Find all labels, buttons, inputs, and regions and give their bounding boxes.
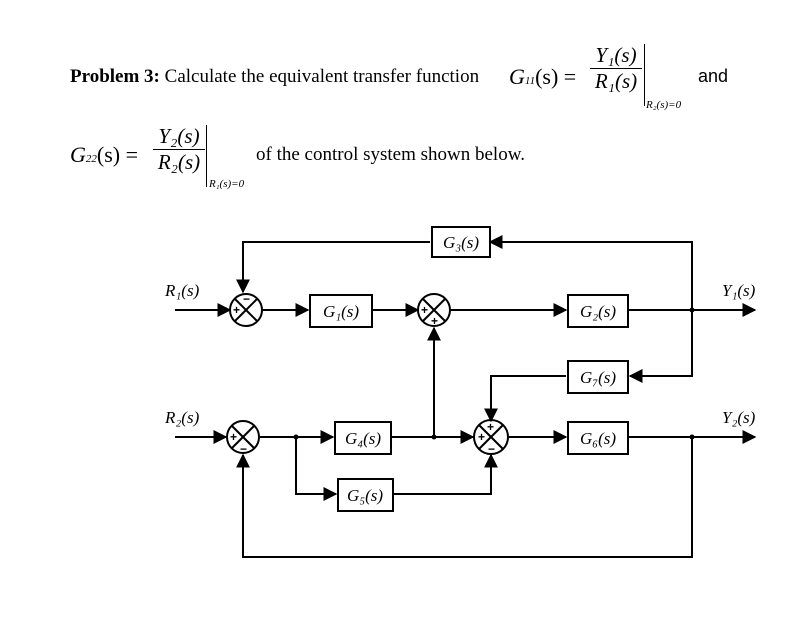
summing-junction-4 (473, 419, 509, 455)
wire-s2-g5 (295, 437, 338, 501)
g22-denominator: R₂(s) (157, 150, 201, 174)
wire-g3-s1 (236, 241, 430, 294)
block-g2 (567, 294, 629, 328)
summing-junction-3 (417, 293, 451, 327)
signal-r1-label: R₁(s) (164, 281, 200, 300)
sign-s4-top: + (487, 420, 494, 434)
g11-subscript: 11 (524, 75, 536, 87)
and-text: and (698, 66, 729, 86)
wire-feedback-g3 (488, 235, 693, 310)
sign-s4-bottom: − (488, 442, 495, 456)
sign-s1-left: + (233, 303, 240, 317)
problem-line-1: Problem 3: Calculate the equivalent tran… (70, 66, 479, 88)
g11-fraction-bar (590, 68, 642, 69)
problem-label: Problem 3: (70, 66, 160, 87)
g22-condition: R₁(s)=0 (209, 178, 245, 190)
sign-s1-top: − (243, 292, 250, 306)
sign-s3-left: + (421, 303, 428, 317)
block-g6-label: G₆(s) (580, 429, 616, 448)
g11-argument: (s) = (535, 64, 577, 89)
g22-fraction: Y₂(s) R₂(s) (153, 124, 205, 175)
g11-fraction: Y₁(s) R₁(s) (590, 43, 642, 94)
g22-numerator: Y₂(s) (158, 124, 200, 148)
sign-s3-bottom: + (431, 314, 438, 328)
problem-tail: of the control system shown below. (256, 144, 525, 165)
g11-evaluation-bar (644, 44, 645, 106)
block-g3 (431, 226, 491, 258)
junction-dot-y2 (689, 434, 695, 440)
g22-lhs: G22(s) = (70, 142, 138, 168)
summing-junction-2 (226, 420, 260, 454)
summing-junction-1 (229, 293, 263, 327)
wire-feedback-g7 (628, 310, 693, 383)
block-g1 (309, 294, 373, 328)
block-g7 (567, 360, 629, 394)
g11-numerator: Y₁(s) (595, 43, 637, 67)
g22-argument: (s) = (96, 142, 139, 167)
g22-symbol: G (70, 142, 86, 167)
g22-evaluation-bar (206, 125, 207, 187)
sign-s2-left: + (230, 430, 237, 444)
g22-subscript: 22 (85, 153, 97, 165)
block-g2-label: G₂(s) (580, 302, 616, 321)
wire-g7-s4 (484, 375, 566, 423)
wire-feedback-y2 (236, 437, 693, 558)
g22-fraction-bar (153, 149, 205, 150)
block-g4-label: G₄(s) (345, 429, 381, 448)
g11-condition: R₂(s)=0 (646, 99, 682, 111)
block-g7-label: G₇(s) (580, 368, 616, 387)
junction-dot-y1 (689, 307, 695, 313)
block-g5-label: G₅(s) (347, 486, 383, 505)
g11-lhs: G11(s) = (509, 64, 576, 90)
signal-r2-label: R₂(s) (164, 408, 200, 427)
g11-denominator: R₁(s) (594, 69, 638, 93)
block-g4 (334, 421, 392, 455)
sign-s2-bottom: − (240, 442, 247, 456)
problem-intro: Calculate the equivalent transfer functi… (164, 66, 480, 87)
signal-y2-label: Y₂(s) (722, 408, 756, 427)
block-g3-label: G₃(s) (443, 233, 479, 252)
signal-y1-label: Y₁(s) (722, 281, 756, 300)
block-g6 (567, 421, 629, 455)
wire-g5-s4 (393, 453, 498, 495)
block-g5 (337, 478, 394, 512)
junction-dot-s2 (293, 434, 299, 440)
sign-s4-left: + (478, 430, 485, 444)
g11-symbol: G (509, 64, 525, 89)
block-g1-label: G₁(s) (323, 302, 359, 321)
junction-dot-g4 (431, 434, 437, 440)
